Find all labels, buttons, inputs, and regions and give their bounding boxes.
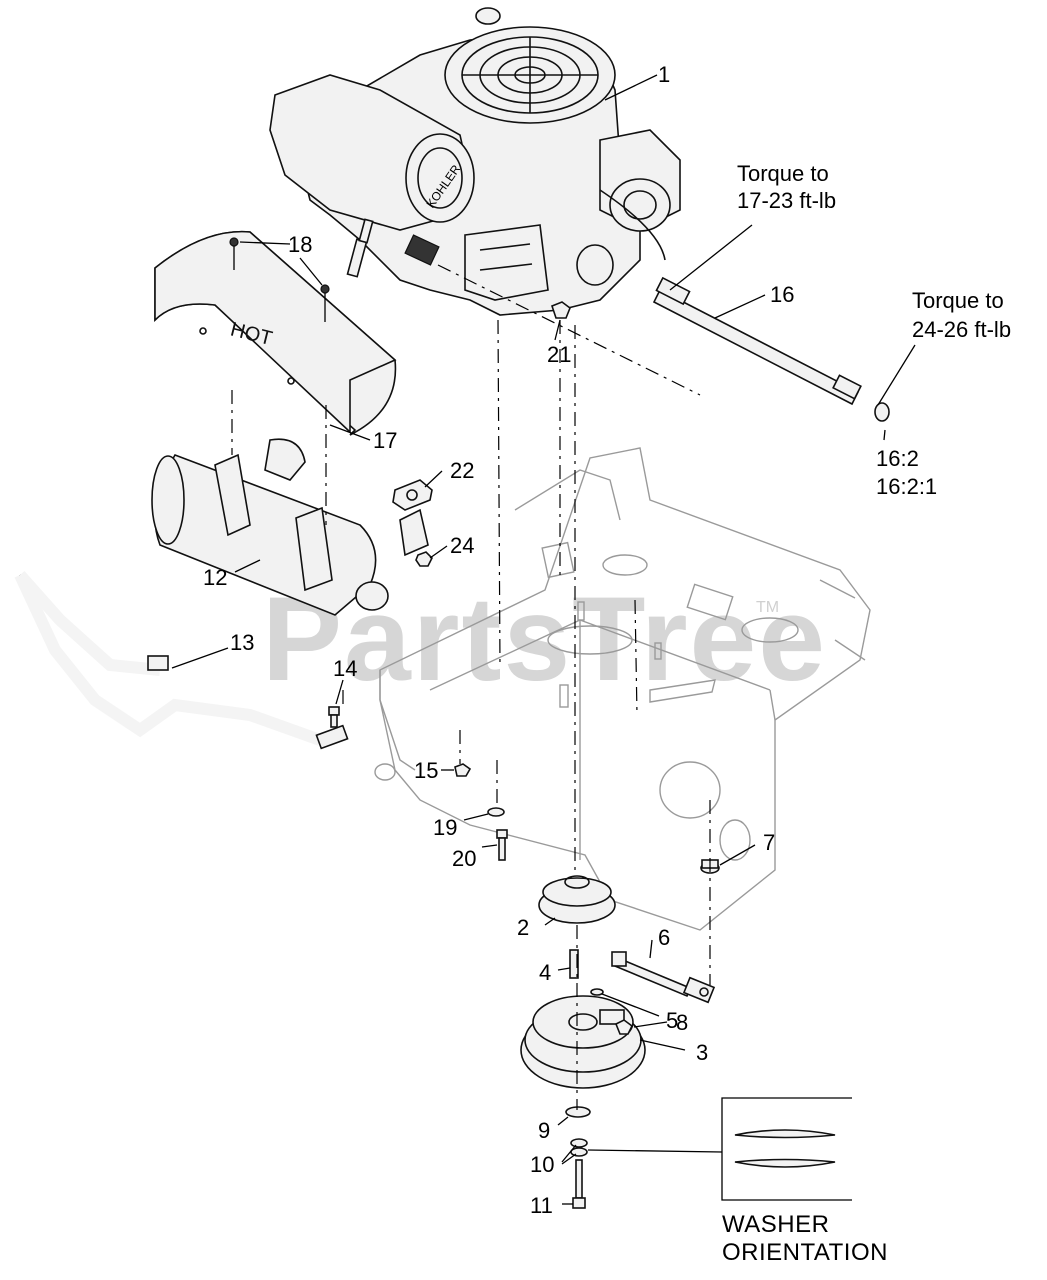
chassis-frame [374, 447, 871, 931]
screws-18 [229, 237, 330, 322]
callout-16: 16 [770, 282, 794, 307]
nut-15 [454, 763, 472, 777]
callout-21: 21 [547, 342, 571, 367]
callout-17: 17 [373, 428, 397, 453]
torque-note-16-line1: Torque to [737, 161, 829, 186]
leader-lines [171, 74, 916, 1205]
alignment-lines [231, 264, 711, 1110]
washer-9 [565, 1106, 591, 1118]
torque-note-16-2-line1: Torque to [912, 288, 1004, 313]
clutch-3 [520, 995, 646, 1089]
key-4 [569, 949, 579, 979]
heat-shield: HOT [154, 230, 397, 436]
callout-labels: 1 2 3 4 5 6 7 8 9 10 11 12 13 14 15 16 1… [203, 62, 794, 1218]
washer-19 [487, 807, 505, 817]
callout-18: 18 [288, 232, 312, 257]
handle-bar [14, 571, 349, 750]
bolt-11 [572, 1159, 586, 1209]
callout-9: 9 [538, 1118, 550, 1143]
rod-6 [611, 951, 716, 1004]
callout-7: 7 [763, 830, 775, 855]
callout-13: 13 [230, 630, 254, 655]
callout-19: 19 [433, 815, 457, 840]
callout-8: 8 [676, 1010, 688, 1035]
callout-5: 5 [666, 1008, 678, 1033]
ref-16-2-1: 16:2:1 [876, 474, 937, 499]
nut-21 [551, 301, 571, 319]
callout-24: 24 [450, 533, 474, 558]
nut-24 [415, 551, 433, 567]
bolt-14 [328, 706, 340, 728]
washer-orientation-inset: WASHER ORIENTATION [721, 1097, 888, 1266]
callout-2: 2 [517, 915, 529, 940]
torque-note-16-2-line2: 24-26 ft-lb [912, 317, 1011, 342]
ref-16-2: 16:2 [876, 446, 919, 471]
callout-11: 11 [530, 1193, 553, 1218]
washer-5 [590, 988, 604, 996]
torque-notes: Torque to 17-23 ft-lb Torque to 24-26 ft… [737, 161, 1011, 499]
drive-shaft [652, 276, 890, 422]
watermark-trademark: TM [756, 599, 779, 616]
callout-20: 20 [452, 846, 476, 871]
callout-14: 14 [333, 656, 357, 681]
callout-10: 10 [530, 1152, 554, 1177]
callout-1: 1 [658, 62, 670, 87]
callout-15: 15 [414, 758, 438, 783]
callout-6: 6 [658, 925, 670, 950]
callout-12: 12 [203, 565, 227, 590]
torque-note-16-line2: 17-23 ft-lb [737, 188, 836, 213]
callout-3: 3 [696, 1040, 708, 1065]
washer-orientation-line2: ORIENTATION [722, 1239, 888, 1266]
bolt-20 [496, 829, 508, 861]
muffler [151, 438, 429, 616]
callout-22: 22 [450, 458, 474, 483]
nut-8 [614, 1019, 634, 1035]
callout-4: 4 [539, 960, 551, 985]
gasket-22 [392, 479, 433, 511]
washer-orientation-line1: WASHER [722, 1211, 829, 1238]
engine: KOHLER [269, 7, 681, 316]
pulley-2 [538, 875, 616, 924]
